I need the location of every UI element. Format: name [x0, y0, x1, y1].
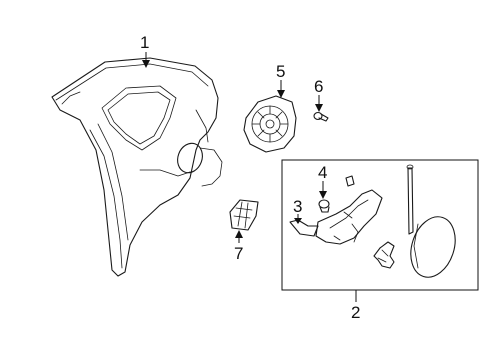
callout-7: 7 [234, 230, 243, 263]
assembly-box [281, 159, 479, 291]
housing-seal [289, 219, 319, 237]
release-rod [406, 164, 414, 235]
callout-2: 2 [351, 290, 360, 322]
callout-label: 2 [351, 303, 360, 322]
screw [313, 111, 329, 122]
hinge-arm [373, 241, 395, 269]
fuel-door [410, 216, 456, 278]
callout-1: 1 [140, 33, 150, 68]
fuel-door-bracket [315, 175, 383, 245]
quarter-panel [51, 57, 223, 277]
callout-label: 1 [140, 33, 149, 52]
callout-label: 7 [234, 244, 243, 263]
side-marker [229, 199, 259, 231]
fuel-door-housing [243, 95, 297, 153]
callout-label: 5 [276, 62, 285, 81]
callout-6: 6 [314, 77, 323, 112]
callout-label: 4 [318, 163, 327, 182]
callout-label: 3 [293, 197, 302, 216]
callout-4: 4 [318, 163, 327, 199]
callout-5: 5 [276, 62, 285, 98]
callout-label: 6 [314, 77, 323, 96]
callout-3: 3 [293, 197, 302, 224]
clip [318, 199, 330, 213]
